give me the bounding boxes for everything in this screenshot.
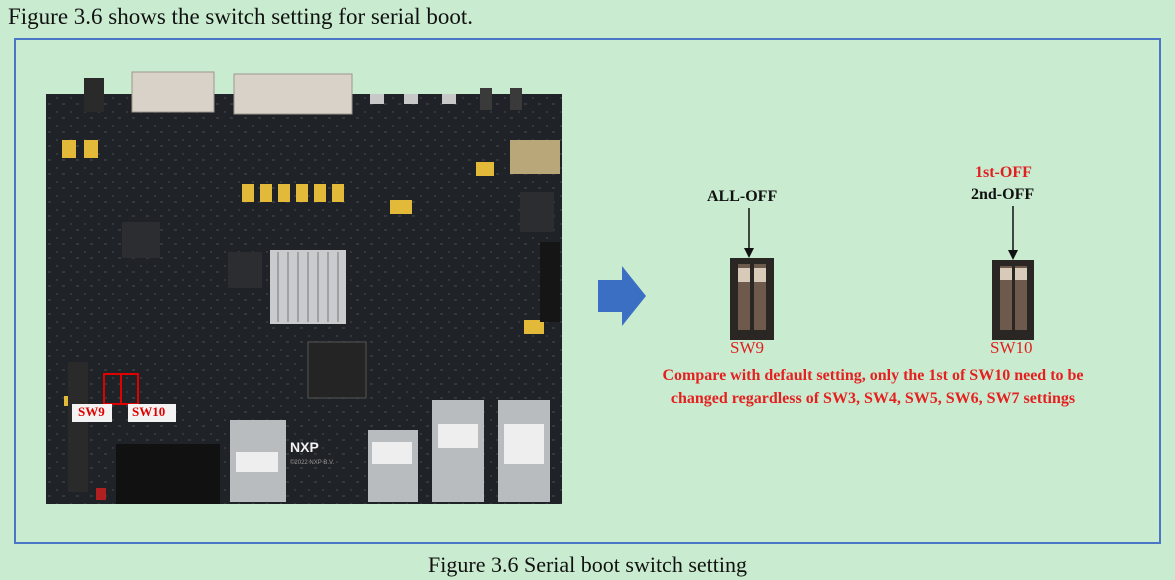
- note-line-1: Compare with default setting, only the 1…: [662, 367, 1084, 384]
- sw10-label: SW10: [990, 338, 1033, 357]
- note-text: Compare with default setting, only the 1…: [600, 364, 1146, 410]
- intro-text: Figure 3.6 shows the switch setting for …: [8, 4, 474, 29]
- sw9-state-label: ALL-OFF: [707, 188, 778, 205]
- sw9-label: SW9: [730, 338, 764, 357]
- board-sw9-label: SW9: [78, 404, 105, 419]
- board-image: NXP ©2022 NXP B.V.: [46, 71, 562, 504]
- board-copyright: ©2022 NXP B.V.: [290, 459, 334, 466]
- sw10-state-1-label: 1st-OFF: [975, 164, 1032, 181]
- sw10-pointer-arrow-icon: [1008, 206, 1018, 260]
- board-sw10-label: SW10: [132, 404, 166, 419]
- note-line-2: changed regardless of SW3, SW4, SW5, SW6…: [670, 390, 1076, 407]
- figure-caption: Figure 3.6 Serial boot switch setting: [428, 552, 747, 577]
- sw9-switch: [730, 258, 774, 340]
- sw9-pointer-arrow-icon: [744, 208, 754, 258]
- sw10-switch: [992, 260, 1034, 340]
- board-logo: NXP: [290, 439, 319, 455]
- sw10-state-2-label: 2nd-OFF: [971, 186, 1035, 203]
- right-arrow-icon: [598, 266, 646, 326]
